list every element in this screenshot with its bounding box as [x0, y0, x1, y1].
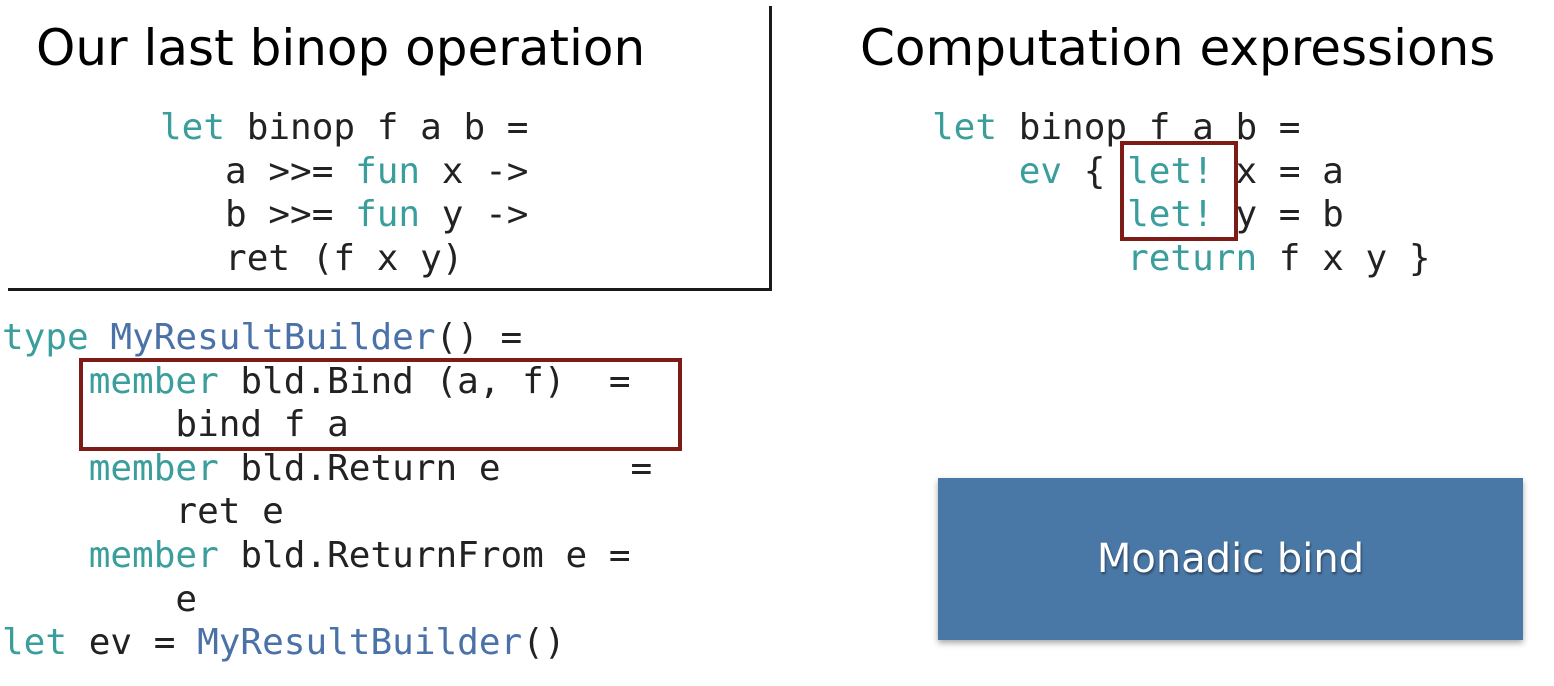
code-text: bld.ReturnFrom e = — [218, 534, 631, 576]
code-indent — [2, 535, 89, 576]
code-indent — [2, 448, 89, 489]
code-text: binop f a b = — [997, 107, 1301, 148]
code-text: ret e — [2, 491, 284, 533]
vertical-divider — [769, 6, 772, 290]
code-line: ev { let! x = a — [932, 150, 1431, 194]
code-line: let! y = b — [932, 193, 1431, 237]
horizontal-divider — [8, 288, 772, 291]
code-text: e — [2, 578, 198, 620]
code-text: bld.Return e = — [218, 447, 653, 489]
code-line: return f x y } — [932, 237, 1431, 281]
code-line: let binop f a b = — [932, 106, 1431, 150]
callout-label: Monadic bind — [1096, 536, 1365, 582]
code-line: type MyResultBuilder() = — [2, 316, 652, 360]
slide-title-right: Computation expressions — [860, 19, 1496, 77]
code-text: y -> — [420, 194, 529, 236]
code-type-name: MyResultBuilder — [110, 317, 436, 358]
bind-member-highlight-box — [79, 358, 682, 451]
code-indent — [932, 194, 1127, 235]
code-keyword: ev — [1018, 150, 1063, 192]
code-text: binop f a b = — [225, 107, 529, 148]
code-line: b >>= fun y -> — [160, 193, 528, 237]
code-keyword: member — [88, 360, 219, 402]
code-text: () = — [435, 317, 523, 358]
code-line: ret e — [2, 490, 652, 534]
code-text: bind f a — [2, 404, 349, 446]
code-indent — [932, 238, 1127, 279]
code-block-binop-computation-expression: let binop f a b = ev { let! x = a let! y… — [932, 106, 1431, 280]
code-text: a >>= — [160, 150, 356, 192]
code-keyword: member — [88, 447, 219, 489]
code-block-binop-bind: let binop f a b = a >>= fun x -> b >>= f… — [160, 106, 528, 280]
code-line: member bld.ReturnFrom e = — [2, 534, 652, 578]
code-line: member bld.Bind (a, f) = — [2, 360, 652, 404]
code-line: let binop f a b = — [160, 106, 528, 150]
code-text — [89, 317, 111, 358]
code-text: ev = — [67, 622, 198, 664]
let-bang-highlight-box — [1120, 141, 1238, 241]
code-keyword: let — [160, 107, 226, 148]
code-line: a >>= fun x -> — [160, 150, 528, 194]
slide-title-left: Our last binop operation — [36, 19, 646, 77]
code-line: ret (f x y) — [160, 237, 528, 281]
code-text: f x y } — [1257, 237, 1431, 279]
code-block-result-builder: type MyResultBuilder() = member bld.Bind… — [2, 316, 652, 665]
code-text: bld.Bind (a, f) = — [218, 360, 631, 402]
code-text: ret (f x y) — [160, 237, 464, 279]
code-text: { — [1062, 150, 1128, 192]
code-indent — [2, 361, 89, 402]
code-keyword: let! — [1127, 150, 1214, 192]
code-indent — [932, 151, 1019, 192]
code-text: x -> — [420, 150, 529, 192]
code-text: b >>= — [160, 194, 356, 236]
code-type-name: MyResultBuilder — [197, 622, 523, 664]
monadic-bind-callout: Monadic bind — [938, 478, 1523, 640]
code-line: member bld.Return e = — [2, 447, 653, 491]
code-text: x = a — [1213, 150, 1344, 192]
code-keyword: let — [932, 107, 998, 148]
code-keyword: let — [2, 622, 68, 664]
code-keyword: fun — [355, 150, 421, 192]
code-keyword: type — [2, 317, 89, 358]
code-keyword: return — [1127, 237, 1258, 279]
code-keyword: let! — [1127, 194, 1214, 236]
code-line: e — [2, 578, 652, 622]
code-keyword: member — [88, 534, 219, 576]
code-text: y = b — [1213, 194, 1344, 236]
code-line: bind f a — [2, 403, 652, 447]
code-keyword: fun — [355, 194, 421, 236]
code-line: let ev = MyResultBuilder() — [2, 621, 652, 665]
code-text: () — [522, 622, 566, 664]
